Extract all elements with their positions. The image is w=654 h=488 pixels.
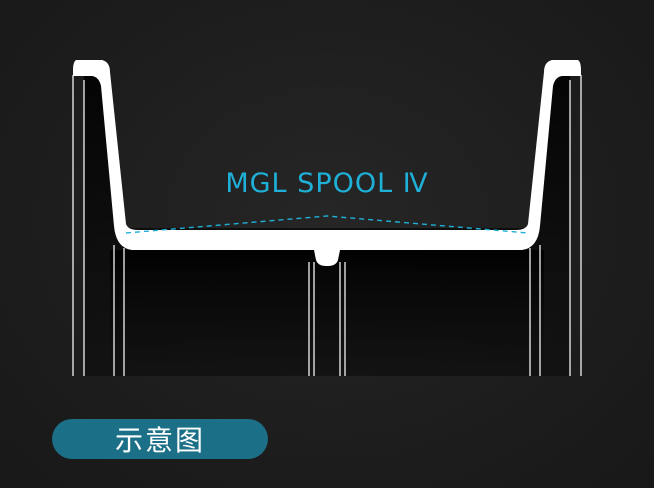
spool-profile [73, 60, 581, 266]
right-flange-lines [529, 75, 582, 376]
spool-hub-bore [110, 250, 544, 376]
winding-slope-line [125, 215, 529, 234]
caption-badge: 示意图 [52, 419, 268, 459]
left-flange-lines [72, 75, 125, 376]
caption-text: 示意图 [114, 424, 205, 457]
hub-center-lines [308, 262, 346, 376]
spool-model-label: MGL SPOOL Ⅳ [225, 168, 429, 199]
